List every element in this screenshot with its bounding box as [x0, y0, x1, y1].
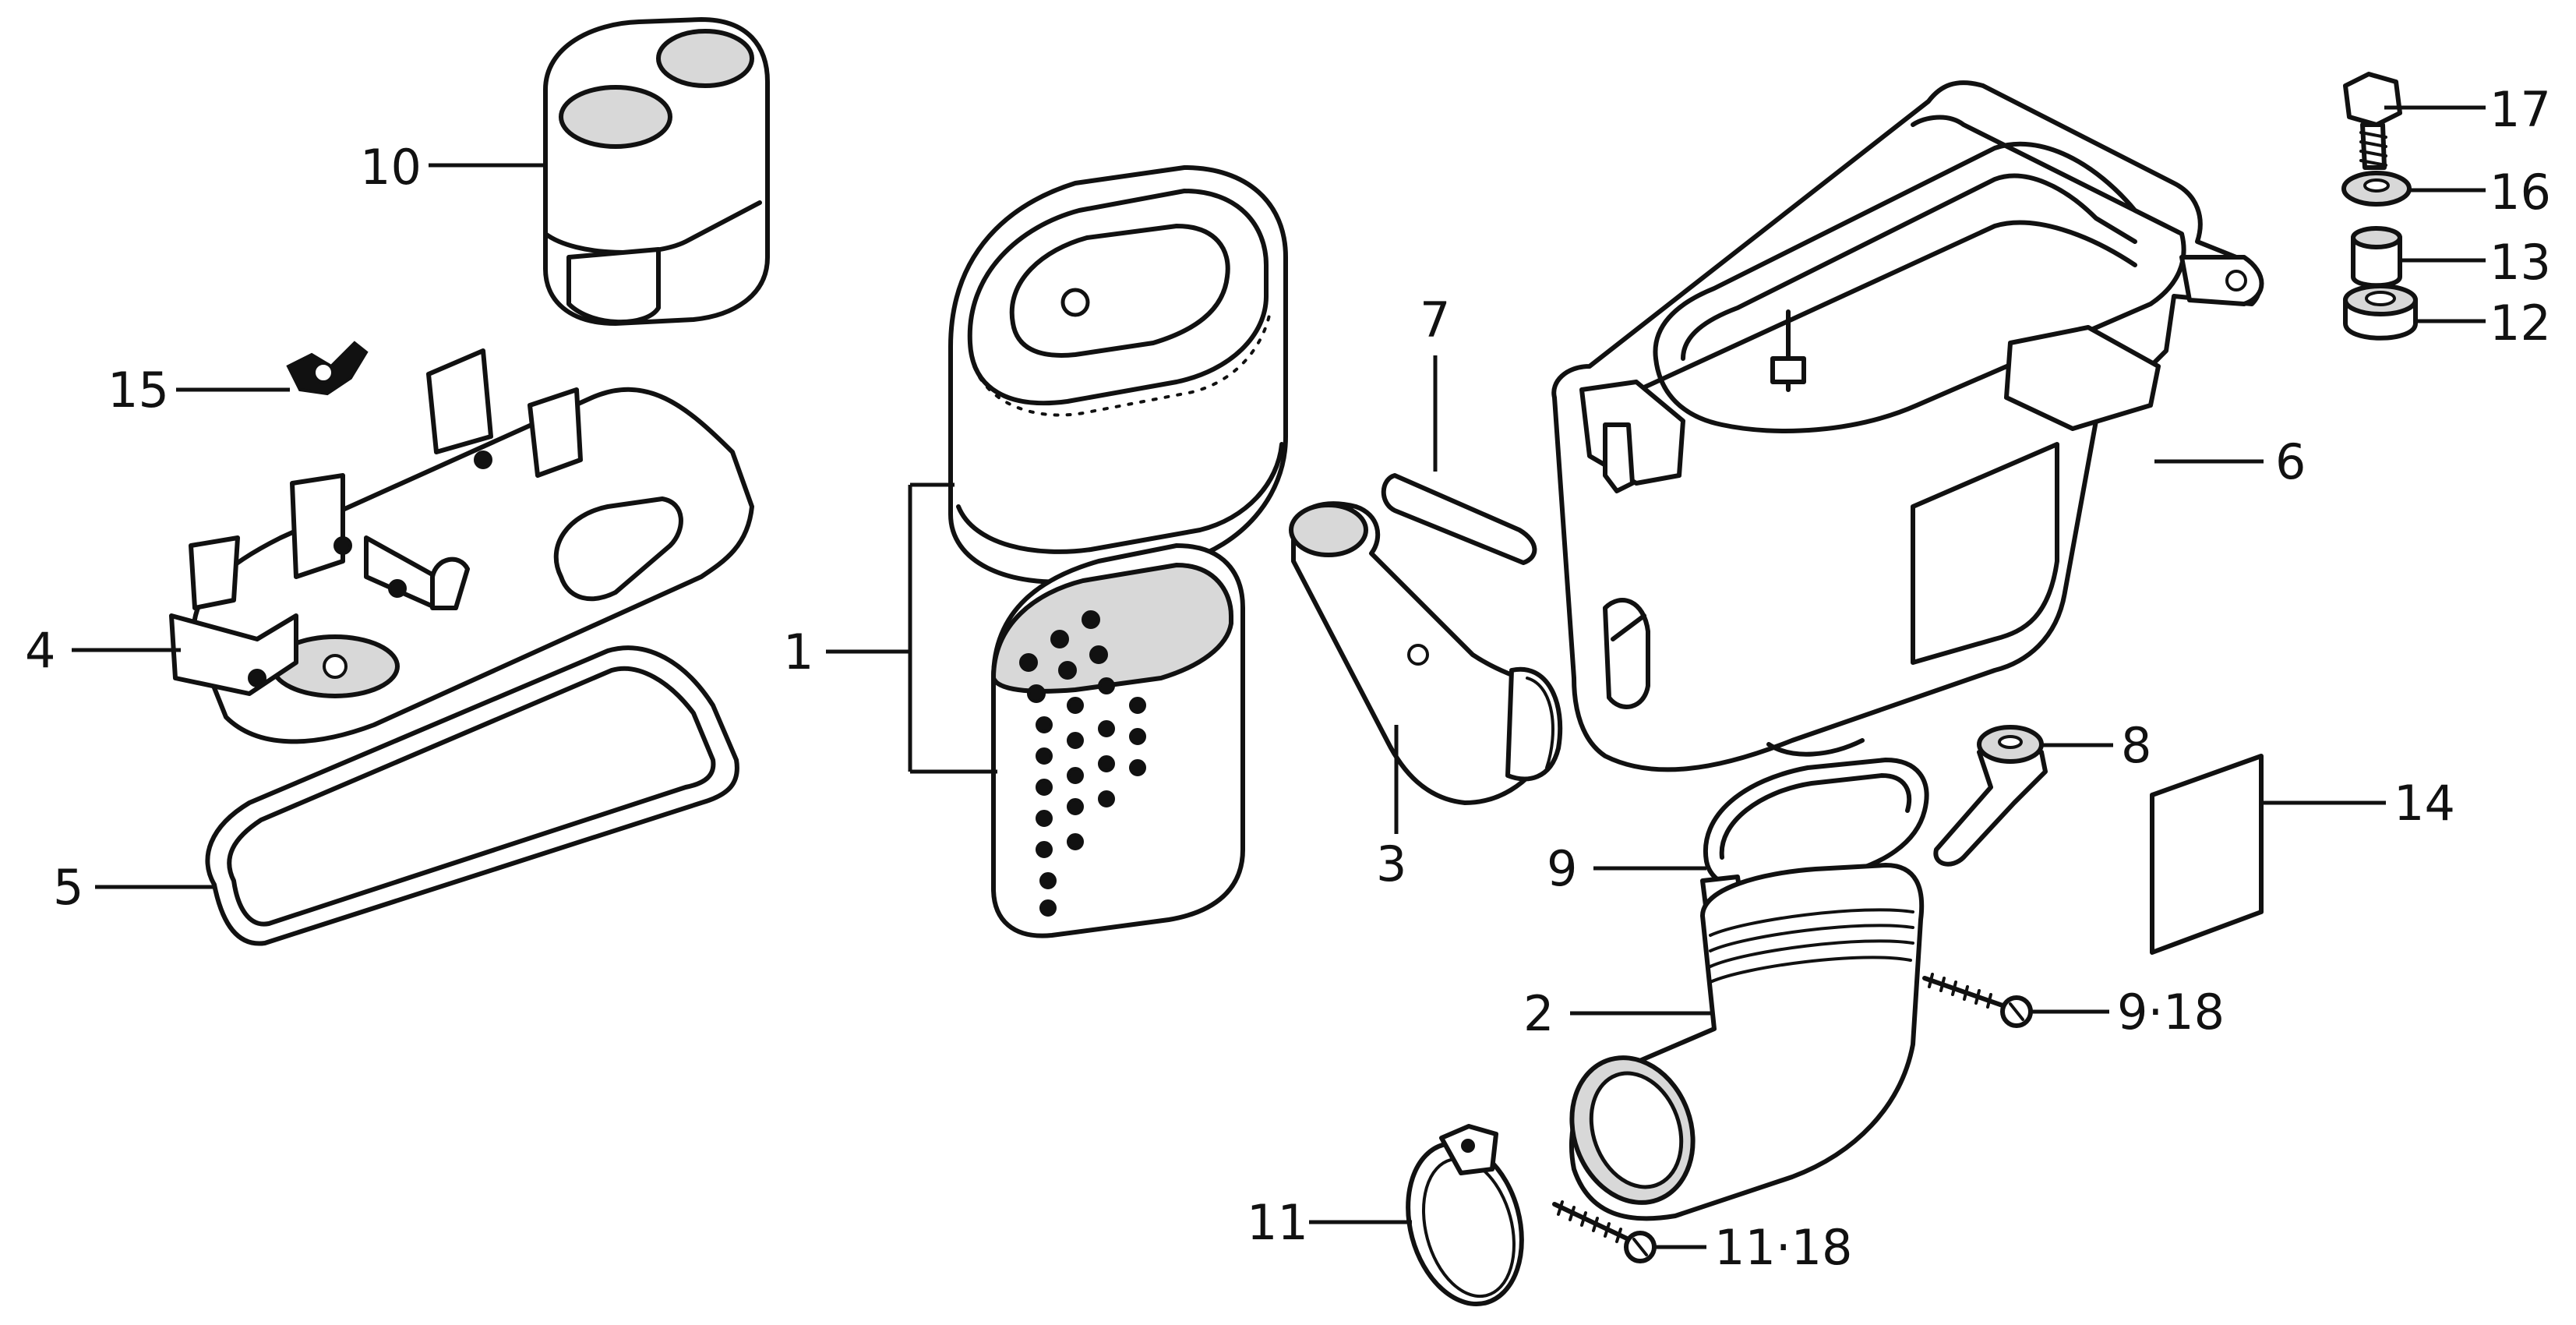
- callout-11-18: 11·18: [1714, 1219, 1853, 1276]
- callout-14: 14: [2394, 775, 2455, 832]
- callout-8: 8: [2121, 717, 2151, 774]
- callout-16: 16: [2490, 164, 2551, 221]
- perforation-holes: [1019, 610, 1146, 917]
- callout-7: 7: [1420, 292, 1450, 348]
- part-7-foam-strip: [1381, 473, 1537, 565]
- callout-2: 2: [1523, 985, 1554, 1042]
- part-6-air-cleaner-case: [1551, 80, 2264, 772]
- part-10-intake-funnel: [543, 17, 770, 326]
- part-11-hose-clamp: [1406, 1124, 1524, 1307]
- callout-5: 5: [53, 859, 83, 916]
- callout-13: 13: [2490, 234, 2551, 291]
- callout-4: 4: [25, 622, 55, 679]
- callout-1: 1: [783, 624, 813, 680]
- callout-11: 11: [1247, 1194, 1308, 1251]
- part-17-bolt: [2343, 72, 2402, 170]
- callout-9-18: 9·18: [2117, 984, 2225, 1041]
- part-9-18-screw: [1922, 973, 2033, 1028]
- part-13-collar: [2351, 226, 2402, 288]
- leader-1-bracket: [826, 482, 997, 774]
- part-16-washer: [2341, 171, 2412, 207]
- callout-6: 6: [2275, 433, 2306, 490]
- callout-15: 15: [108, 362, 169, 419]
- part-3-elbow-tube: [1289, 501, 1563, 805]
- callout-10: 10: [360, 139, 422, 196]
- part-1-filter-element: [948, 165, 1288, 938]
- callout-3: 3: [1376, 836, 1406, 892]
- part-12-grommet: [2343, 284, 2418, 341]
- part-8-breather-tube: [1933, 725, 2048, 867]
- part-14-foam-pad: [2150, 754, 2264, 955]
- part-4-cover-plate: [169, 348, 754, 744]
- callout-9: 9: [1547, 840, 1577, 897]
- part-5-gasket: [205, 645, 739, 946]
- part-2-connecting-tube: [1569, 863, 1925, 1221]
- part-15-wing-nut: [286, 341, 369, 396]
- callout-17: 17: [2490, 81, 2551, 138]
- callout-12: 12: [2490, 295, 2551, 352]
